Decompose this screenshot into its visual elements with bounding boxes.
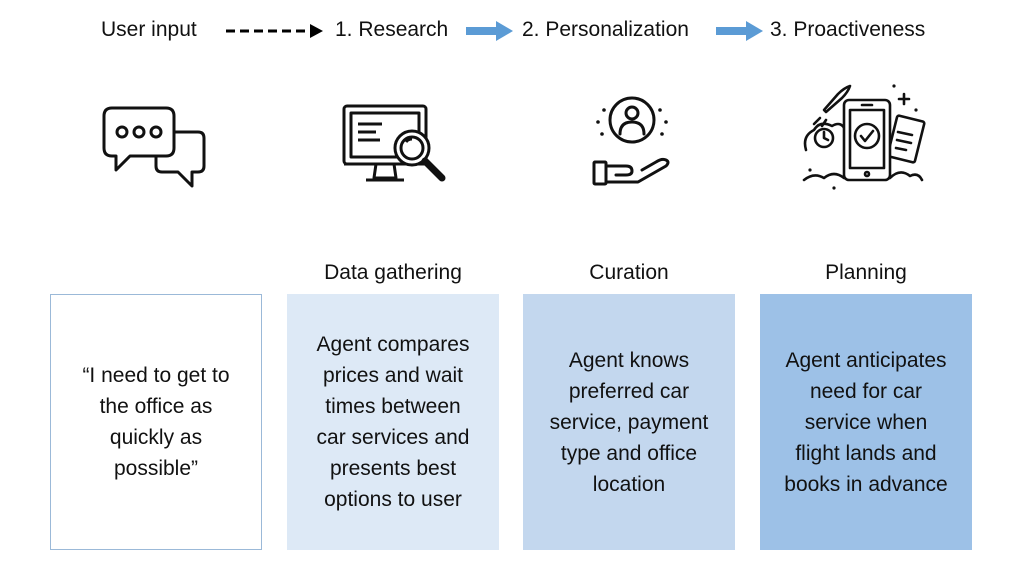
research-description: Agent compares prices and wait times bet… <box>316 333 470 511</box>
step-proactiveness-label: 3. Proactiveness <box>770 18 926 41</box>
research-card: Agent compares prices and wait times bet… <box>287 294 499 550</box>
arrow-right-icon <box>716 21 763 41</box>
user-input-label: User input <box>101 18 197 41</box>
column-title-data-gathering: Data gathering <box>324 261 462 284</box>
column-title-planning: Planning <box>825 261 907 284</box>
phone-rocket-icon <box>802 84 926 190</box>
user-input-card: “I need to get to the office as quickly … <box>50 294 262 550</box>
column-title-curation: Curation <box>589 261 669 284</box>
proactiveness-description: Agent anticipates need for car service w… <box>784 348 948 496</box>
step-research-label: 1. Research <box>335 18 449 41</box>
personalization-card: Agent knows preferred car service, payme… <box>523 294 735 550</box>
dashed-arrow-icon <box>226 24 323 38</box>
hand-user-icon <box>592 96 670 186</box>
proactiveness-card: Agent anticipates need for car service w… <box>760 294 972 550</box>
step-personalization-label: 2. Personalization <box>522 18 689 41</box>
user-input-quote: “I need to get to the office as quickly … <box>82 364 230 480</box>
arrow-right-icon <box>466 21 513 41</box>
personalization-description: Agent knows preferred car service, payme… <box>549 348 709 496</box>
chat-bubbles-icon <box>102 106 206 188</box>
monitor-search-icon <box>342 104 446 182</box>
